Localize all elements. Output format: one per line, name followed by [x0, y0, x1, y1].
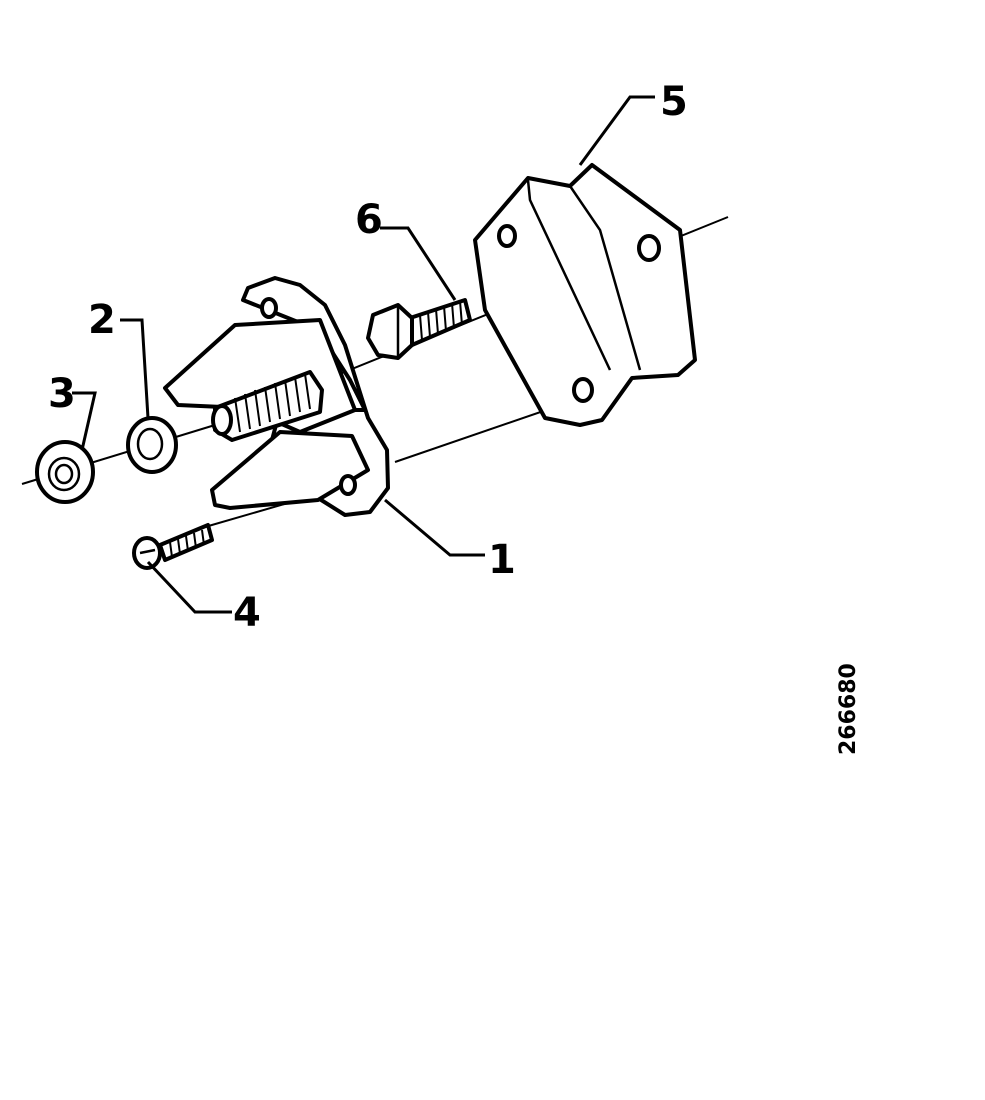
- callout-label-6: 6: [355, 197, 383, 243]
- callout-label-2: 2: [88, 297, 116, 343]
- bracket: [163, 276, 390, 517]
- callout-label-1: 1: [488, 537, 516, 583]
- callout-label-5: 5: [660, 79, 688, 125]
- washer: [126, 416, 178, 474]
- callout-label-3: 3: [48, 371, 76, 417]
- callout-label-4: 4: [233, 590, 261, 636]
- mounting-plate: [473, 163, 697, 427]
- nut: [35, 440, 95, 504]
- hex-bolt: [366, 298, 472, 360]
- leader-lines: [72, 95, 655, 614]
- reference-code: 266680: [836, 663, 861, 755]
- screw: [132, 523, 214, 570]
